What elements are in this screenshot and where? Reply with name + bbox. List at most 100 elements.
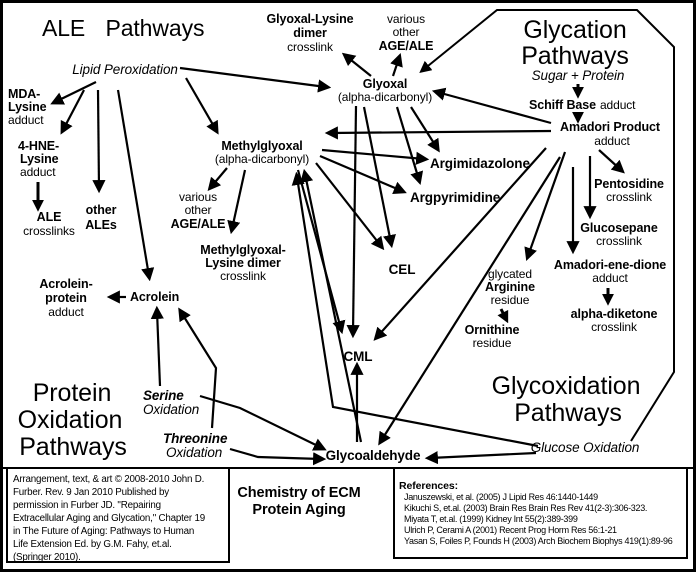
label-threonine: Threonine: [163, 431, 228, 446]
title-glycoxidation-line2: Pathways: [514, 399, 622, 427]
node-pentosidine-line2: crosslink: [606, 190, 653, 204]
arrow-glucose-oxidation-to-glycoaldehyde: [424, 451, 537, 465]
label-serine-oxidation: Oxidation: [143, 402, 199, 417]
node-mg-lysine-dimer-line1: Methylglyoxal-: [200, 243, 285, 257]
arrow-methylglyoxal-to-mg-lysine-dimer: [227, 169, 247, 235]
node-acrolein-protein-line3: adduct: [48, 305, 84, 319]
arrow-glyoxal-to-argpyrimidine: [395, 106, 424, 186]
arrow-methylglyoxal-to-cel: [315, 162, 385, 251]
label-glucose-oxidation: Glucose Oxidation: [531, 440, 640, 455]
arrow-methylglyoxal-to-cml: [296, 169, 346, 335]
node-other-ales-line2: ALEs: [85, 218, 117, 232]
node-glyoxal-lysine-dimer-line3: crosslink: [287, 40, 334, 54]
node-alpha-diketone-line1: alpha-diketone: [571, 307, 658, 321]
reference-line: Kikuchi S, et.al. (2003) Brain Res Brain…: [404, 503, 647, 513]
arrow-glycated-arginine-to-ornithine: [497, 308, 509, 324]
node-various-age-left-line1: various: [179, 190, 217, 204]
node-various-age-top-line1: various: [387, 12, 425, 26]
node-ornithine-line2: residue: [473, 336, 512, 350]
arrow-methylglyoxal-to-argimidazolone: [321, 148, 430, 165]
label-threonine-oxidation: Oxidation: [166, 445, 222, 460]
reference-line: Miyata T, et.al. (1999) Kidney Int 55(2)…: [404, 514, 578, 524]
node-various-age-top-line3: AGE/ALE: [379, 39, 434, 53]
footer: Arrangement, text, & art © 2008-2010 Joh…: [2, 467, 694, 563]
reference-line: Yasan S, Foiles P, Founds H (2003) Arch …: [404, 536, 673, 546]
arrow-amadori-to-cml: [373, 147, 547, 341]
arrow-amadori-to-glyoxal: [431, 87, 552, 125]
copyright-line: permission in Furber JD. "Repairing: [13, 500, 161, 511]
node-various-age-top-line2: other: [393, 25, 420, 39]
label-serine: Serine: [143, 388, 184, 403]
node-glycated-arginine-line2: Arginine: [485, 280, 535, 294]
title-glycation-line2: Pathways: [521, 42, 629, 70]
title-protein-oxidation-line2: Oxidation: [18, 406, 123, 434]
node-methylglyoxal-line2: (alpha-dicarbonyl): [215, 152, 309, 166]
diagram-title-line1: Chemistry of ECM: [237, 485, 360, 501]
arrow-glyoxal-to-various-age-top: [390, 52, 403, 77]
arrow-methylglyoxal-to-various-age-left: [207, 167, 228, 192]
node-glyoxal-line1: Glyoxal: [363, 77, 407, 91]
arrow-lipid-peroxidation-to-hne-lysine: [60, 89, 85, 135]
node-amadori-line2: adduct: [594, 134, 630, 148]
node-glucosepane-line2: crosslink: [596, 234, 643, 248]
copyright-line: Life Extension Ed. by G.M. Fahy, et.al.: [13, 539, 172, 550]
copyright-line: (Springer 2010).: [13, 552, 81, 563]
arrow-amadori-to-pentosidine: [598, 149, 625, 174]
arrow-serine-oxidation-to-acrolein: [150, 305, 164, 387]
node-mg-lysine-dimer-line3: crosslink: [220, 269, 267, 283]
arrow-lipid-peroxidation-to-methylglyoxal: [185, 77, 219, 135]
node-various-age-left-line3: AGE/ALE: [171, 217, 226, 231]
node-methylglyoxal-line1: Methylglyoxal: [221, 139, 302, 153]
glycation-region-frame-arrow: [419, 9, 675, 442]
node-pentosidine-line1: Pentosidine: [594, 177, 664, 191]
arrow-glyoxal-to-cel: [362, 106, 396, 249]
node-amadori-ene-dione-line2: adduct: [592, 271, 628, 285]
copyright-line: Furber. Rev. 9 Jan 2010 Published by: [13, 487, 169, 498]
node-cml: CML: [344, 349, 373, 364]
arrow-amadori-to-glycoaldehyde: [378, 156, 561, 446]
node-glycoaldehyde: Glycoaldehyde: [326, 448, 421, 463]
node-various-age-left-line2: other: [185, 203, 212, 217]
copyright-line: in The Future of Aging: Pathways to Huma…: [13, 526, 194, 537]
arrow-glyoxal-to-glyoxal-lysine-dimer: [341, 52, 372, 77]
node-hne-lysine-line3: adduct: [20, 165, 56, 179]
arrow-lipid-peroxidation-to-acrolein: [116, 89, 155, 282]
node-glyoxal-lysine-dimer-line1: Glyoxal-Lysine: [266, 12, 353, 26]
arrow-lipid-peroxidation-to-mda-lysine: [50, 81, 97, 105]
label-lipid-peroxidation: Lipid Peroxidation: [72, 62, 178, 77]
diagram-title-line2: Protein Aging: [252, 502, 345, 518]
node-cel: CEL: [389, 262, 416, 277]
label-sugar-protein: Sugar + Protein: [532, 68, 625, 83]
title-protein-oxidation-line3: Pathways: [19, 433, 127, 461]
node-mda-lysine-line2: Lysine: [8, 100, 47, 114]
node-ornithine-line1: Ornithine: [465, 323, 520, 337]
node-mda-lysine-line1: MDA-: [8, 87, 40, 101]
node-amadori-line1: Amadori Product: [560, 120, 661, 134]
copyright-line: Arrangement, text, & art © 2008-2010 Joh…: [13, 474, 204, 485]
reference-line: Januszewski, et al. (2005) J Lipid Res 4…: [404, 492, 598, 502]
node-acrolein: Acrolein: [130, 290, 179, 304]
arrow-glycoaldehyde-to-methylglyoxal: [300, 168, 363, 443]
arrow-amadori-to-glycated-arginine: [524, 151, 567, 261]
node-hne-lysine-line2: Lysine: [20, 152, 59, 166]
node-other-ales-line1: other: [86, 203, 117, 217]
arrow-amadori-to-methylglyoxal: [324, 126, 552, 140]
node-argpyrimidine: Argpyrimidine: [410, 190, 501, 205]
arrow-lipid-peroxidation-to-other-ales: [92, 89, 106, 194]
nodes: MDA- Lysine adduct 4-HNE- Lysine adduct …: [8, 12, 666, 463]
node-glyoxal-lysine-dimer-line2: dimer: [293, 26, 327, 40]
references-box: [393, 467, 688, 559]
node-mda-lysine-line3: adduct: [8, 113, 44, 127]
node-amadori-ene-dione-line1: Amadori-ene-dione: [554, 258, 666, 272]
arrow-lipid-peroxidation-to-glyoxal: [179, 66, 332, 93]
arrow-threonine-oxidation-to-acrolein: [178, 307, 218, 429]
node-glucosepane-line1: Glucosepane: [580, 221, 658, 235]
arrows: [32, 52, 625, 466]
copyright-line: Extracellular Aging and Glycation," Chap…: [13, 513, 205, 524]
node-hne-lysine-line1: 4-HNE-: [18, 139, 59, 153]
node-mg-lysine-dimer-line2: Lysine dimer: [205, 256, 281, 270]
reference-line: Ulrich P, Cerami A (2001) Recent Prog Ho…: [404, 525, 617, 535]
